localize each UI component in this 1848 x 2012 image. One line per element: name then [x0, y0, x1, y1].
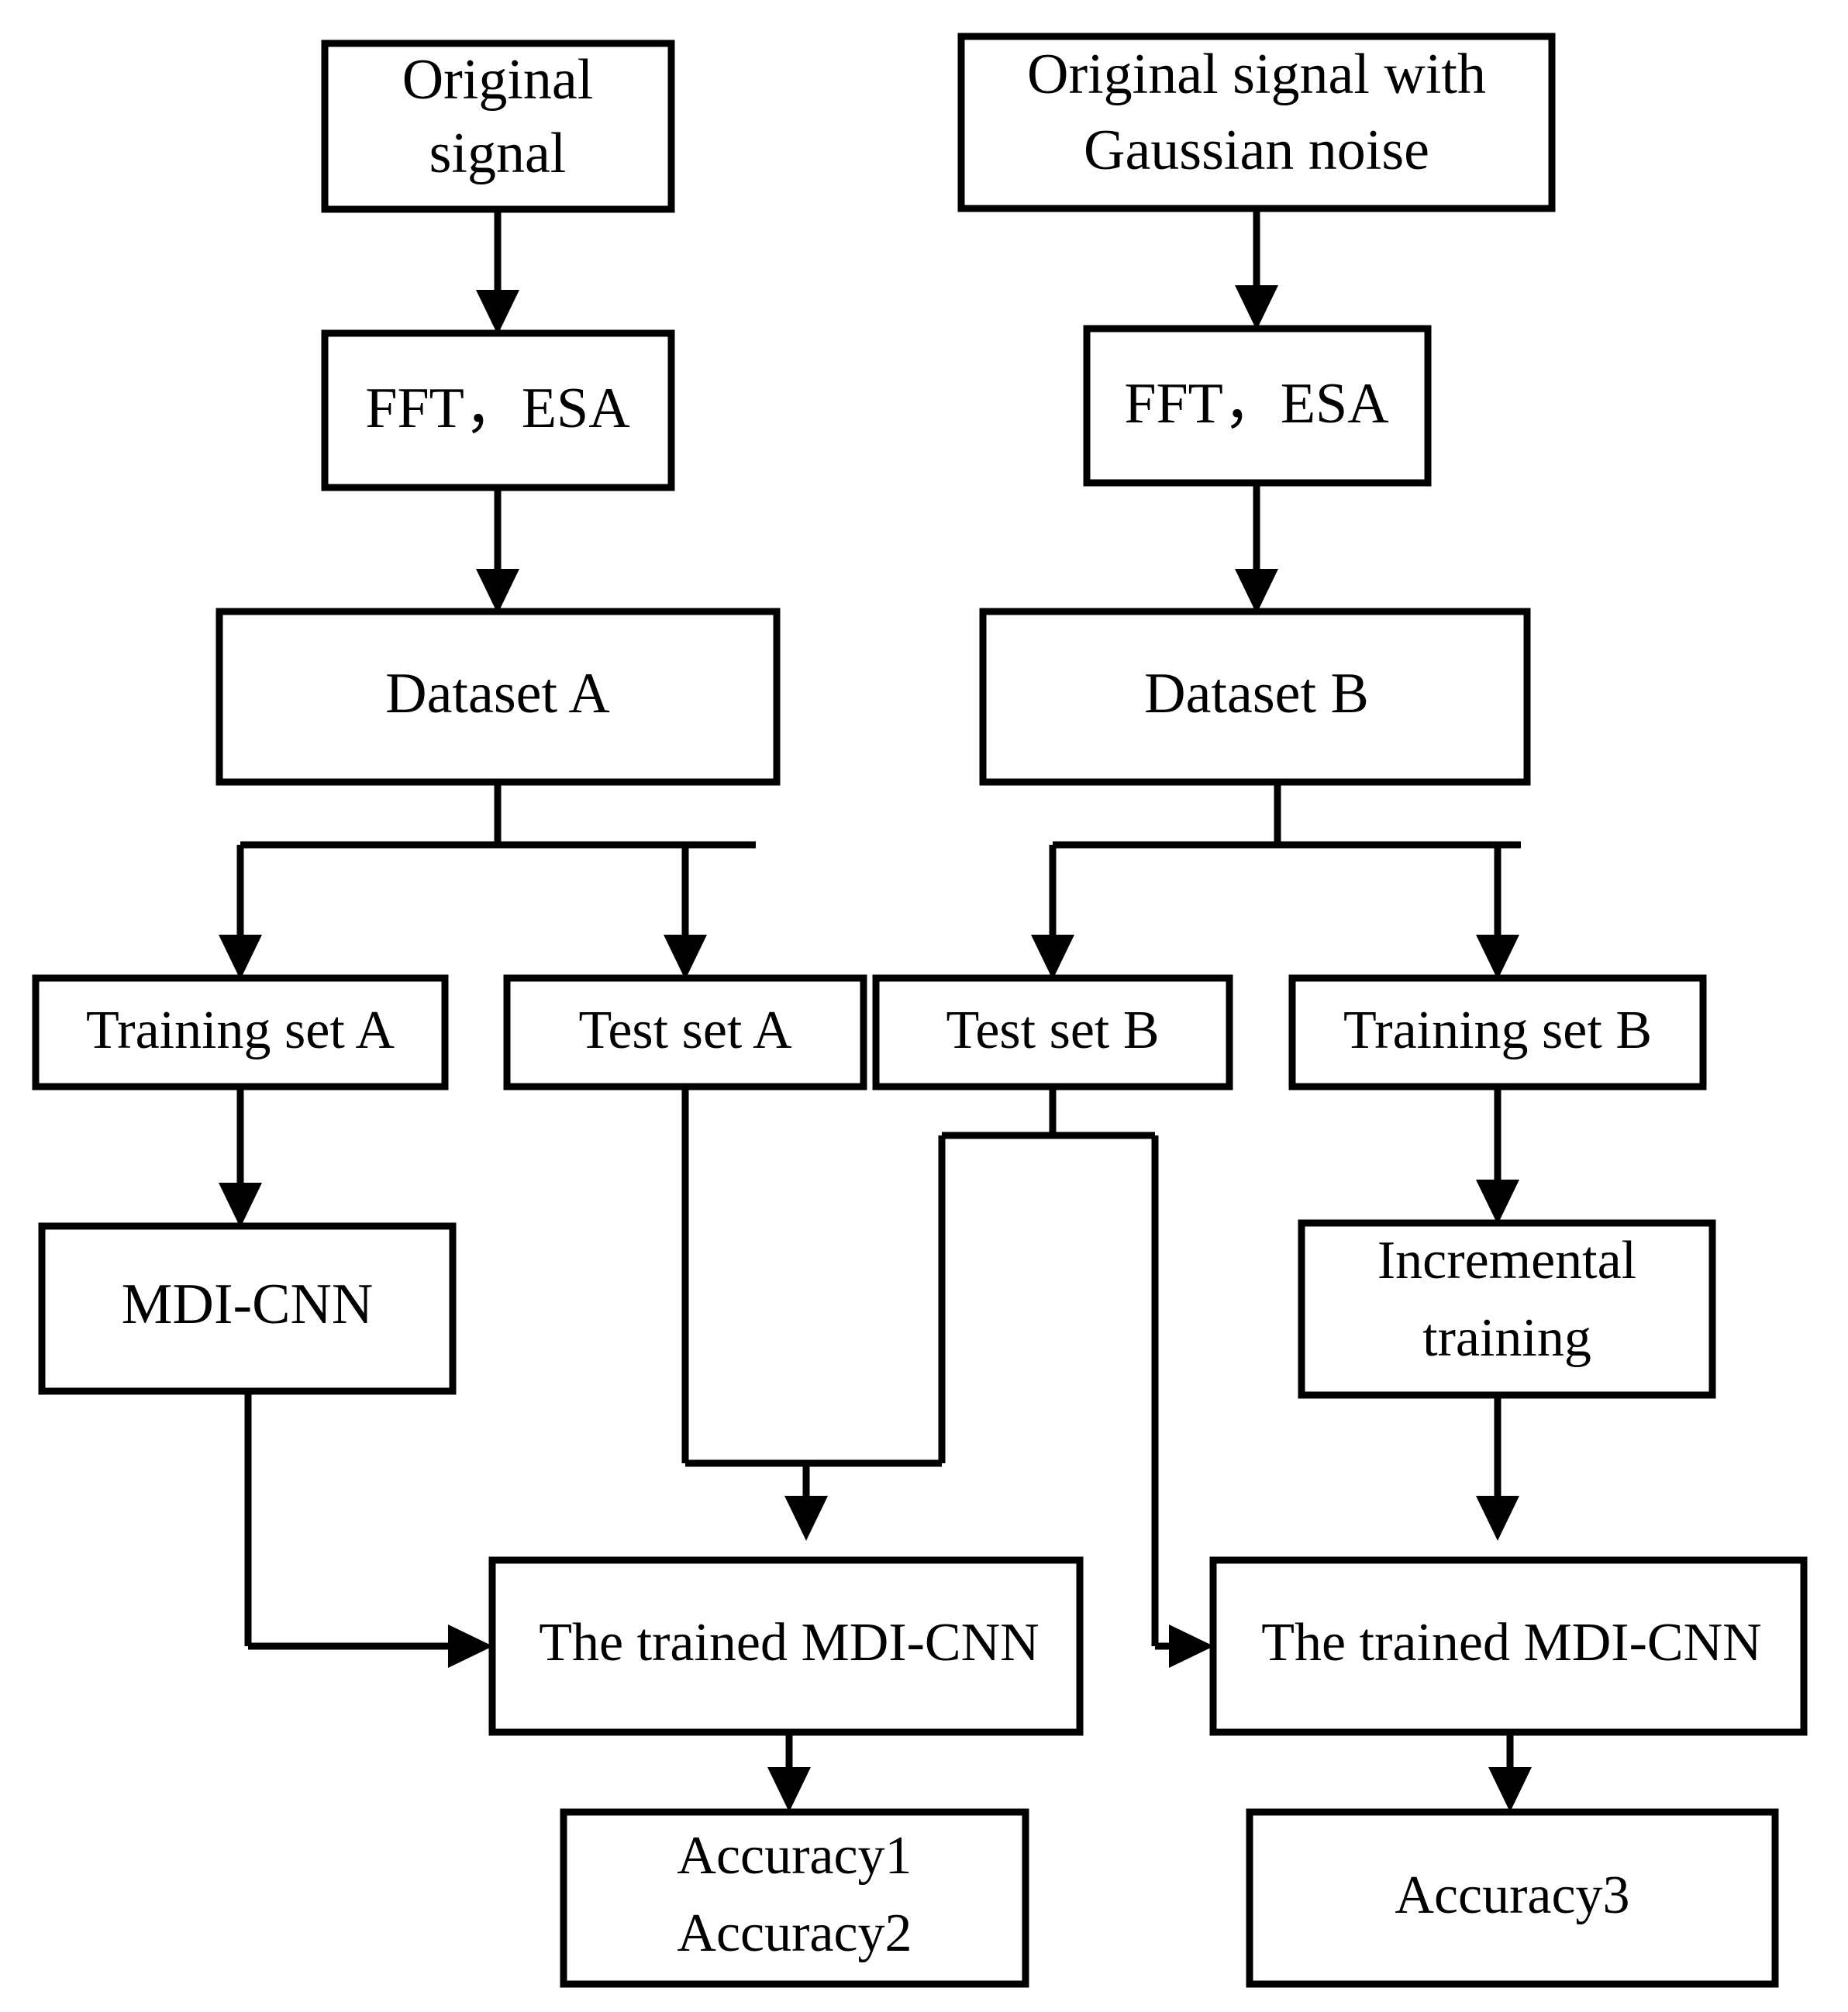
edge-original-signal-to-fft-left [476, 209, 519, 335]
node-test-set-a[interactable]: Test set A [503, 974, 867, 1090]
node-test-set-b-label: Test set B [946, 1001, 1159, 1060]
edge-training-set-b-to-incremental [1476, 1087, 1519, 1225]
edge-original-noise-to-fft-right [1235, 208, 1278, 330]
node-fft-esa-left[interactable]: FFT，ESA [321, 329, 675, 491]
node-accuracy-3[interactable]: Accuracy3 [1246, 1808, 1779, 1988]
node-original-noise-label-line1: Original signal with [1027, 43, 1486, 106]
node-accuracy-2-label: Accuracy2 [677, 1903, 912, 1963]
node-trained-mdi-cnn-right-box[interactable] [1209, 1556, 1808, 1736]
node-trained-mdi-cnn-left-label: The trained MDI-CNN [539, 1613, 1039, 1673]
node-test-set-a-label: Test set A [578, 1001, 792, 1060]
edge-dataset-a-split [219, 782, 756, 980]
edge-trained-right-to-accuracy3 [1488, 1732, 1532, 1812]
node-original-signal-label-line1: Original [402, 48, 594, 112]
node-incremental-training[interactable]: Incremental training [1298, 1219, 1716, 1399]
node-original-signal-with-gaussian-noise[interactable]: Original signal with Gaussian noise [957, 33, 1556, 212]
node-original-signal-label-line2: signal [429, 122, 567, 185]
edge-mdi-cnn-to-trained-left [244, 1391, 493, 1668]
node-test-set-b[interactable]: Test set B [872, 974, 1233, 1090]
node-original-signal-box[interactable] [321, 40, 675, 213]
node-fft-esa-right[interactable]: FFT，ESA [1083, 325, 1432, 487]
node-trained-mdi-cnn-left[interactable]: The trained MDI-CNN [488, 1556, 1084, 1736]
node-test-set-b-box[interactable] [872, 974, 1233, 1090]
node-dataset-b-box[interactable] [979, 608, 1531, 786]
edge-test-set-a-to-trained-left [681, 1087, 942, 1541]
node-incremental-training-label-line2: training [1422, 1308, 1591, 1368]
node-mdi-cnn[interactable]: MDI-CNN [38, 1222, 457, 1395]
node-mdi-cnn-box[interactable] [38, 1222, 457, 1395]
node-incremental-training-label-line1: Incremental [1377, 1231, 1636, 1290]
node-original-signal-with-gaussian-noise-box[interactable] [957, 33, 1556, 212]
node-training-set-b-label: Training set B [1343, 1001, 1652, 1060]
node-fft-esa-left-box[interactable] [321, 329, 675, 491]
node-accuracy-3-box[interactable] [1246, 1808, 1779, 1988]
node-fft-esa-right-box[interactable] [1083, 325, 1432, 487]
node-original-noise-label-line2: Gaussian noise [1084, 119, 1429, 182]
node-accuracy-1-label: Accuracy1 [677, 1826, 912, 1886]
node-original-signal[interactable]: Original signal [321, 40, 675, 213]
node-dataset-a-box[interactable] [215, 608, 781, 786]
node-accuracy-1-2-box[interactable] [560, 1808, 1029, 1988]
edge-training-set-a-to-mdi-cnn [219, 1087, 262, 1228]
node-training-set-a-box[interactable] [32, 974, 449, 1090]
edge-fft-left-to-dataset-a [476, 487, 519, 614]
node-dataset-b[interactable]: Dataset B [979, 608, 1531, 786]
edge-incremental-to-trained-right [1476, 1395, 1519, 1541]
node-dataset-a-label: Dataset A [385, 662, 610, 725]
node-fft-esa-right-label: FFT，ESA [1124, 372, 1388, 436]
node-training-set-b-box[interactable] [1288, 974, 1707, 1090]
edge-test-set-b-to-trained-boxes [938, 1087, 1214, 1668]
node-trained-mdi-cnn-right-label: The trained MDI-CNN [1261, 1613, 1761, 1673]
node-accuracy-1-2[interactable]: Accuracy1 Accuracy2 [560, 1808, 1029, 1988]
node-training-set-b[interactable]: Training set B [1288, 974, 1707, 1090]
node-training-set-a[interactable]: Training set A [32, 974, 449, 1090]
node-training-set-a-label: Training set A [86, 1001, 395, 1060]
node-fft-esa-left-label: FFT，ESA [365, 377, 629, 440]
node-dataset-b-label: Dataset B [1144, 662, 1369, 725]
node-dataset-a[interactable]: Dataset A [215, 608, 781, 786]
edge-fft-right-to-dataset-b [1235, 483, 1278, 614]
node-incremental-training-box[interactable] [1298, 1219, 1716, 1399]
node-mdi-cnn-label: MDI-CNN [122, 1273, 374, 1336]
node-trained-mdi-cnn-left-box[interactable] [488, 1556, 1084, 1736]
edge-trained-left-to-accuracy12 [767, 1732, 811, 1812]
node-accuracy-3-label: Accuracy3 [1395, 1866, 1629, 1925]
edge-dataset-b-split [1031, 782, 1521, 980]
node-trained-mdi-cnn-right[interactable]: The trained MDI-CNN [1209, 1556, 1808, 1736]
node-test-set-a-box[interactable] [503, 974, 867, 1090]
